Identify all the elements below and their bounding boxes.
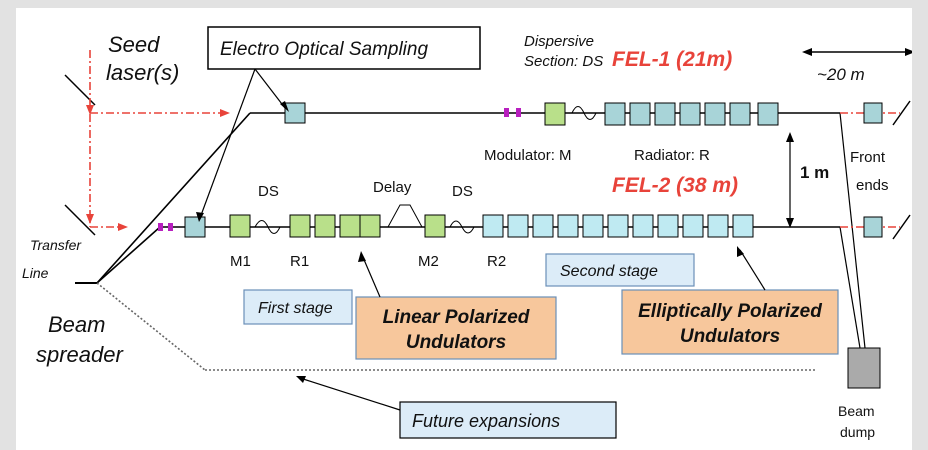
beam-label: Beam [48, 312, 105, 337]
seed-arrow-fel1 [220, 109, 230, 117]
dump-label-line2: dump [840, 424, 875, 440]
front-end-box-fel2 [863, 216, 883, 238]
modulator-label: Modulator: M [484, 147, 572, 164]
fel1-radiators [604, 102, 779, 126]
eos-pointer-2-head [196, 212, 204, 222]
ds2-label: DS [452, 183, 473, 200]
dispersive-label: Dispersive [524, 33, 594, 50]
line-label: Line [22, 265, 49, 281]
linear-label-line2: Undulators [406, 332, 506, 353]
delay-label: Delay [373, 179, 412, 196]
linear-label-line1: Linear Polarized [383, 307, 530, 328]
future-label: Future expansions [412, 411, 560, 431]
fel2-m2-box [424, 214, 446, 238]
dump-label-line1: Beam [838, 403, 875, 419]
elliptical-pointer [739, 249, 766, 291]
m1-label: M1 [230, 253, 251, 270]
m2-label: M2 [418, 253, 439, 270]
front-end-mirror-1 [892, 100, 911, 126]
eos-box-fel2 [184, 216, 206, 238]
fel2-ds2 [449, 220, 475, 234]
fel2-m1-box [229, 214, 251, 238]
fel1-label: FEL-1 (21m) [612, 48, 732, 71]
fel2-magenta-markers [158, 223, 173, 231]
fel2-branch-line [96, 226, 161, 284]
ds1-label: DS [258, 183, 279, 200]
eos-label: Electro Optical Sampling [220, 39, 428, 60]
front-end-box-fel1 [863, 102, 883, 124]
elliptical-label-line1: Elliptically Polarized [638, 301, 822, 322]
dump-line-2 [839, 226, 861, 349]
fel-layout-diagram: Electro Optical Sampling First stage Lin… [22, 26, 912, 440]
fel2-delay [387, 204, 423, 228]
twenty-meter-arrow-head-left [802, 48, 812, 56]
future-expansions-box [399, 401, 617, 439]
twenty-meter-label: ~20 m [817, 65, 865, 84]
r1-label: R1 [290, 253, 309, 270]
future-pointer-head [296, 376, 306, 383]
beam-dump-block [847, 347, 881, 389]
dump-line-1 [839, 112, 866, 349]
radiator-label: Radiator: R [634, 147, 710, 164]
fel1-branch-line [96, 112, 251, 284]
elliptical-pointer-head [737, 246, 744, 257]
fel1-modulator-box [544, 102, 566, 126]
r2-label: R2 [487, 253, 506, 270]
transfer-label: Transfer [30, 237, 82, 253]
future-branch-dotted [96, 282, 206, 371]
second-stage-label: Second stage [560, 263, 658, 280]
fel1-dispersive-section [571, 106, 597, 120]
section-ds-label: Section: DS [524, 53, 603, 70]
elliptical-label-line2: Undulators [680, 326, 780, 347]
seed-label: Seed [108, 32, 160, 57]
one-meter-arrow-head-bottom [786, 218, 794, 228]
eos-pointer-2 [199, 68, 256, 219]
fel2-ds1 [254, 220, 281, 234]
front-end-mirror-2 [892, 214, 911, 240]
seed-mirror-bottom [64, 204, 96, 236]
eos-box-fel1 [284, 102, 306, 124]
linear-pointer-head [358, 251, 366, 262]
seed-arrow-down-2 [86, 214, 94, 224]
ends-label: ends [856, 177, 889, 194]
elliptical-polarized-box [621, 289, 839, 355]
future-pointer [299, 377, 401, 411]
fel2-r1-boxes [289, 214, 381, 238]
lasers-label: laser(s) [106, 60, 179, 85]
one-meter-arrow-head-top [786, 132, 794, 142]
seed-arrow-down-1 [86, 105, 94, 115]
linear-polarized-box [355, 296, 557, 360]
fel2-label: FEL-2 (38 m) [612, 174, 738, 197]
one-meter-label: 1 m [800, 163, 829, 182]
eos-pointer-1-head [280, 101, 289, 112]
fel1-magenta-markers [504, 108, 521, 117]
first-stage-label: First stage [258, 300, 333, 317]
eos-callout-box [207, 26, 481, 70]
fel2-r2-boxes [482, 214, 754, 238]
first-stage-box [243, 289, 353, 325]
front-label: Front [850, 149, 886, 166]
linear-pointer [361, 254, 381, 298]
second-stage-box [545, 253, 695, 287]
twenty-meter-arrow-head-right [905, 48, 912, 56]
spreader-label: spreader [36, 342, 125, 367]
seed-arrow-fel2 [118, 223, 128, 231]
eos-pointer-1 [254, 68, 286, 109]
